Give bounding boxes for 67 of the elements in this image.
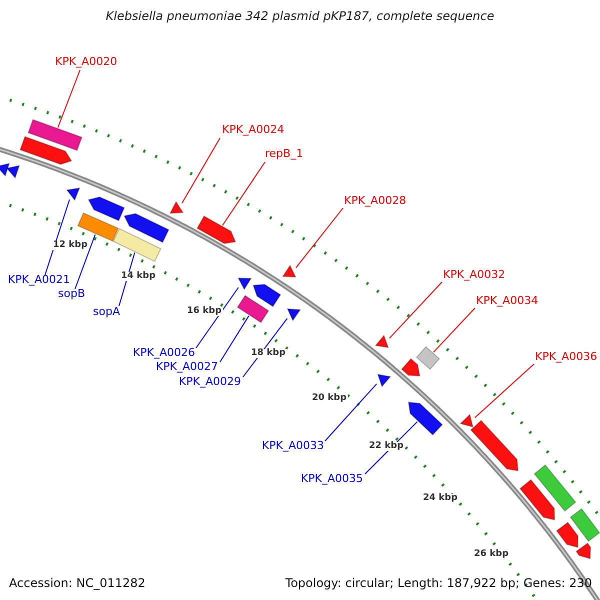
gene-label: KPK_A0036 [535, 351, 598, 362]
gene-label: repB_1 [265, 148, 304, 159]
gene-bar [236, 294, 270, 324]
gene-label: KPK_A0024 [222, 124, 284, 135]
gene-label: KPK_A0033 [262, 440, 324, 451]
gene-label: sopB [58, 288, 85, 299]
gene-label: KPK_A0035 [300, 473, 363, 484]
gene-block [576, 542, 592, 560]
gene-block [556, 522, 578, 548]
gene-triangle [169, 200, 184, 214]
gene-triangle [460, 414, 474, 428]
scale-label: 20 kbp [311, 394, 348, 403]
gene-bar [534, 464, 576, 512]
gene-block [88, 196, 125, 222]
gene-bar [570, 508, 600, 542]
gene-label: KPK_A0028 [344, 195, 406, 206]
gene-label: KPK_A0021 [8, 274, 70, 285]
gene-block [252, 284, 282, 308]
gene-label: KPK_A0026 [132, 347, 195, 358]
gene-triangle [237, 278, 252, 290]
leader-line [196, 287, 239, 348]
gene-label: KPK_A0027 [156, 361, 218, 372]
scale-label: 16 kbp [186, 307, 223, 316]
scale-label: 18 kbp [250, 349, 287, 358]
gene-triangle [377, 374, 392, 388]
gene-triangle [286, 308, 302, 322]
accession-note: Accession: NC_011282 [9, 577, 146, 589]
leader-line [389, 282, 442, 339]
gene-bar [28, 118, 82, 152]
gene-block [400, 358, 420, 376]
gene-triangle [0, 162, 10, 177]
gene-block [519, 479, 556, 520]
gene-bar [416, 346, 440, 370]
leader-line [433, 308, 476, 353]
title: Klebsiella pneumoniae 342 plasmid pKP187, complete sequence [104, 10, 496, 22]
gene-block [470, 420, 519, 472]
gene-triangle [374, 334, 389, 348]
gene-bar [77, 212, 119, 242]
summary-note: Topology: circular; Length: 187,922 bp; Genes: 230 [285, 577, 592, 589]
gene-label: sopA [93, 306, 120, 317]
leader-line [57, 70, 80, 128]
scale-label: 12 kbp [52, 241, 89, 250]
leader-line [324, 383, 378, 442]
gene-triangle [282, 264, 296, 278]
gene-bar [112, 228, 162, 262]
gene-block [20, 136, 72, 165]
gene-label: KPK_A0034 [476, 295, 538, 306]
scale-label: 24 kbp [422, 494, 459, 503]
gene-label: KPK_A0020 [55, 56, 118, 67]
leader-line [220, 315, 250, 362]
leader-line [242, 318, 288, 378]
scale-label: 26 kbp [473, 550, 510, 559]
leader-line [296, 208, 344, 268]
leader-line [222, 162, 266, 226]
scale-label: 14 kbp [120, 272, 157, 281]
scale-label: 22 kbp [368, 442, 405, 451]
gene-block [196, 215, 236, 244]
leader-line [44, 199, 70, 276]
gene-triangle [6, 164, 20, 179]
leader-line [74, 234, 96, 290]
leader-line [474, 364, 534, 418]
gene-triangle [66, 187, 80, 202]
leader-line [182, 138, 220, 204]
gene-block [124, 213, 170, 244]
gene-label: KPK_A0029 [178, 376, 241, 387]
gene-block [408, 402, 444, 436]
gene-label: KPK_A0032 [443, 269, 506, 280]
